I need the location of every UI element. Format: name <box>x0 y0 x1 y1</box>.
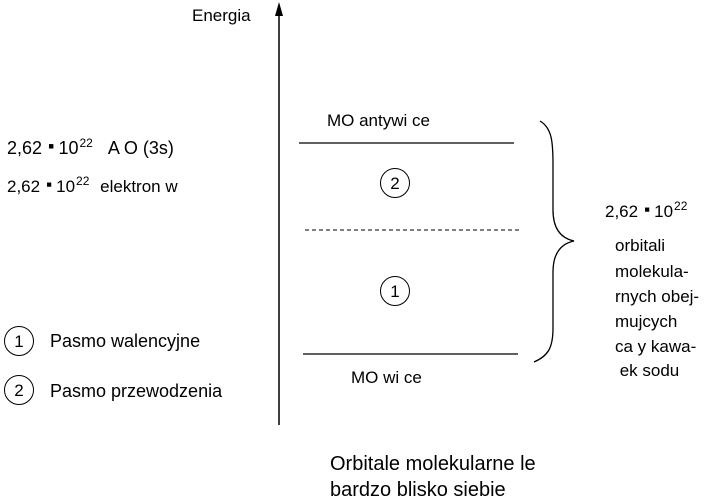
mo-base: 10 <box>654 202 674 221</box>
legend-1-label: Pasmo walencyjne <box>50 331 201 351</box>
mo-exponent: 22 <box>674 199 688 213</box>
energy-axis-label: Energia <box>192 6 251 25</box>
ao-base: 10 <box>58 138 79 158</box>
curly-brace <box>533 120 575 363</box>
legend-2-label: Pasmo przewodzenia <box>50 381 223 401</box>
band-2-marker: 2 <box>380 168 410 198</box>
legend-2-marker: 2 <box>4 375 34 405</box>
electron-exponent: 22 <box>76 174 90 188</box>
atomic-orbital-count: 2,62▪1022 A O (3s) <box>7 136 174 158</box>
electron-count: 2,62 ▪1022 elektron w <box>7 175 178 196</box>
multiply-dot: ▪ <box>46 175 53 194</box>
band-1-marker: 1 <box>380 276 410 306</box>
multiply-dot: ▪ <box>48 136 55 156</box>
caption-line-1: Orbitale molekularne le <box>330 453 536 475</box>
caption-line-2: bardzo blisko siebie <box>330 479 506 501</box>
mo-mantissa: 2,62 <box>605 202 639 221</box>
right-note-line-1: orbitali <box>615 236 666 255</box>
multiply-dot: ▪ <box>644 200 651 219</box>
electron-base: 10 <box>56 177 76 196</box>
antibonding-level-label: MO antywi ce <box>327 111 430 130</box>
energy-axis-arrowhead <box>275 2 283 16</box>
right-note-line-4: mujcych <box>615 312 678 331</box>
right-note-line-6: ek sodu <box>615 361 680 380</box>
ao-mantissa: 2,62 <box>7 138 43 158</box>
molecular-orbital-count: 2,62 ▪1022 <box>605 200 687 221</box>
legend-1-marker: 1 <box>4 326 34 356</box>
ao-exponent: 22 <box>79 136 93 150</box>
right-note-line-2: molekula- <box>615 262 689 281</box>
electron-mantissa: 2,62 <box>7 177 41 196</box>
right-note-line-5: ca y kawa- <box>615 337 697 356</box>
electron-label: elektron w <box>100 177 178 196</box>
right-note-line-3: rnych obej- <box>615 287 700 306</box>
ao-label: A O (3s) <box>107 138 174 158</box>
bonding-level-label: MO wi ce <box>351 368 422 387</box>
